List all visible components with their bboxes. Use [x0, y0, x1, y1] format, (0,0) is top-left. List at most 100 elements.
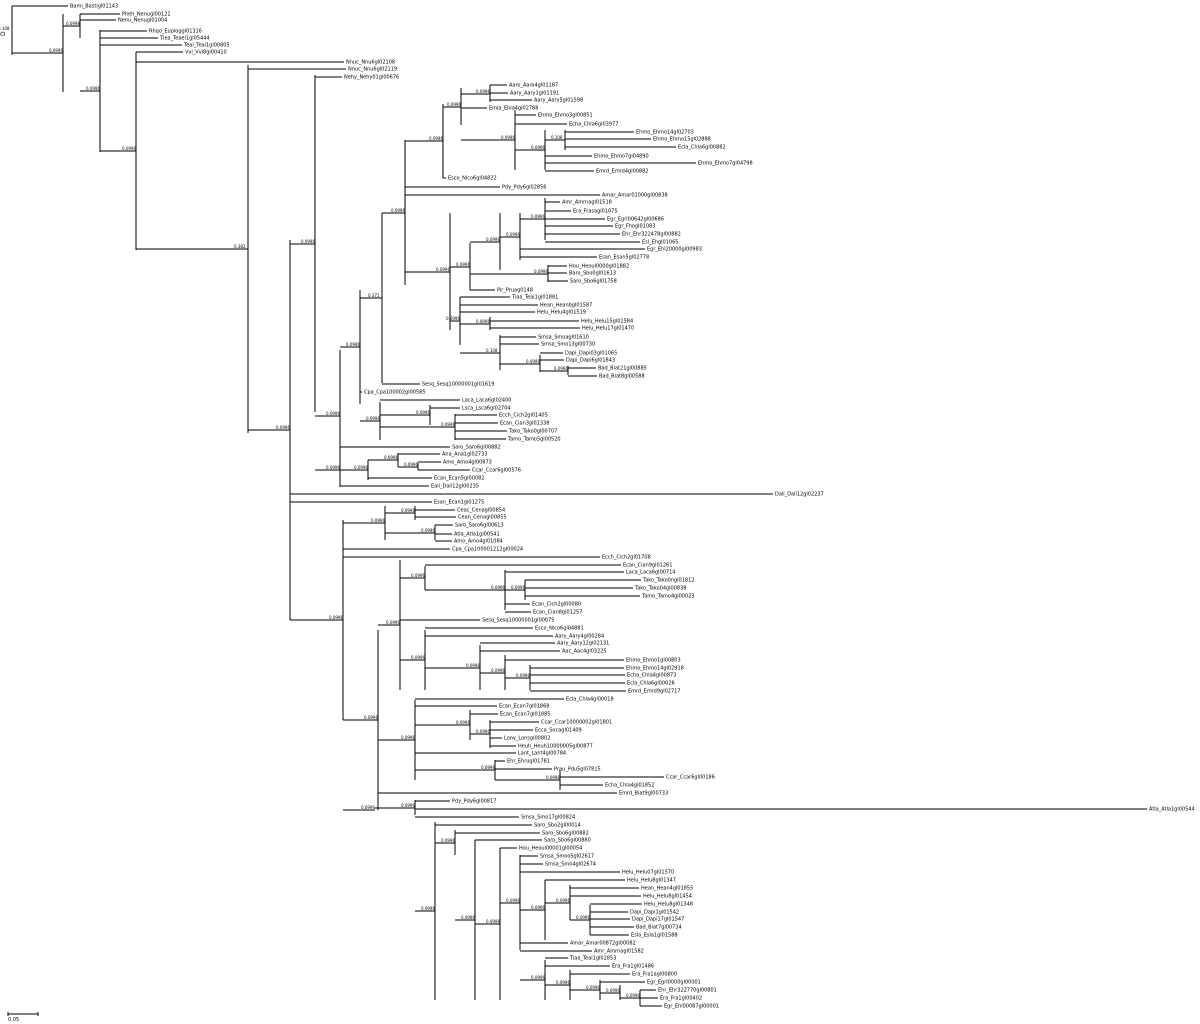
leaf-label: Egr_Egrl00642gl00686 — [607, 217, 664, 223]
leaf-label: Amr_Amrnagl01518 — [562, 200, 612, 206]
leaf-label: Ecca_Socagl01409 — [535, 728, 582, 734]
leaf-label: Atla_Atla1gl00544 — [1149, 807, 1195, 813]
support-value-label: 0.0996 — [401, 803, 415, 808]
leaf-label: Esla_Esla1gl01588 — [631, 933, 678, 939]
leaf-label: Saro_Sbo2gl00014 — [534, 823, 581, 829]
support-value-label: 0.0996 — [626, 993, 640, 998]
leaf-label: Lsca_Lsca6gl02704 — [462, 406, 511, 412]
support-value-label: 0.0998 — [66, 21, 80, 26]
support-value-label: 0.0996 — [486, 919, 500, 924]
support-value-label: 0.0996 — [506, 898, 520, 903]
leaf-label: Bad_Biat21gl00885 — [598, 366, 647, 372]
support-value-label: 0.0996 — [401, 735, 415, 740]
leaf-label: Era_Fra1gl01486 — [612, 964, 654, 970]
leaf-label: Pir_Pruag0148 — [497, 288, 533, 294]
leaf-label: Baro_Sbo0gl01613 — [569, 271, 616, 277]
leaf-label: Lant_Lant4gl00784 — [518, 751, 566, 757]
leaf-label: Ana_Ana1gl02733 — [442, 452, 487, 458]
leaf-label: Aaro_Aaro4gl01187 — [509, 83, 558, 89]
leaf-label: Nnuc_Nnu6gl02108 — [346, 60, 395, 66]
tree-branches — [11, 5, 1147, 1007]
support-value-label: 0.0996 — [531, 145, 545, 150]
leaf-label: Echa_Chla6gl03977 — [569, 122, 618, 128]
leaf-label: Egr_Egrl0000gl00001 — [647, 980, 701, 986]
support-value-label: 0.0996 — [531, 975, 545, 980]
leaf-label: Ehr_Ehrugl01781 — [507, 759, 550, 765]
leaf-label: Aary_Aary1gl01191 — [510, 91, 559, 97]
leaf-label: Ecla_Chla6gl00882 — [678, 145, 726, 151]
leaf-label: Saro_Saro6gl00613 — [455, 523, 504, 529]
leaf-label: Ecch_Cich2gl01708 — [602, 555, 651, 561]
leaf-label: Aary_Aary4gl00284 — [555, 634, 604, 640]
leaf-label: Ceac_Cenagl00854 — [457, 508, 505, 514]
leaf-label: Amo_Amo4gl01084 — [454, 539, 503, 545]
leaf-label: Smsa_Smo17gl00824 — [521, 815, 575, 821]
leaf-label: Ecan_Ecan5gl00082 — [434, 476, 484, 482]
leaf-label: Hou_Heoul0000gl01882 — [569, 264, 629, 270]
leaf-label: Esan_Ecan1gl01275 — [434, 500, 484, 506]
support-value-label: 0.0996 — [49, 48, 63, 53]
leaf-label: Esl_Ehgl01065 — [642, 240, 678, 246]
support-value-label: 0.0996 — [276, 425, 290, 430]
support-value-label: 0.108 — [551, 135, 563, 140]
leaf-label: Helu_Helu8gl01348 — [644, 902, 693, 908]
leaf-label: Ecan_Cich2gl00080 — [532, 602, 581, 608]
leaf-label: Ehmo_Ehmo7gl04890 — [594, 154, 649, 160]
leaf-label: Ehmo_Ehmo1gl00803 — [626, 658, 681, 664]
support-value-label: 0.0996 — [526, 359, 540, 364]
leaf-label: Laca_Laca6gl00714 — [626, 570, 675, 576]
leaf-label: Bami_Bastigl01143 — [70, 4, 118, 10]
support-value-label: 0.0996 — [511, 585, 525, 590]
support-value-label: 0.0996 — [501, 135, 515, 140]
support-value-label: 0.0996 — [411, 655, 425, 660]
leaf-label: Tiaa_Teai1gl01881 — [511, 295, 558, 301]
support-value-label: 0.0996 — [481, 765, 495, 770]
leaf-label: Ecch_Cich2gl01405 — [499, 413, 548, 419]
support-value-label: 0.0996 — [546, 775, 560, 780]
support-value-label: 0.0996 — [346, 342, 360, 347]
leaf-label: Ehmo_Ehmo15gl02888 — [653, 137, 711, 143]
leaf-label: Egr_Fhogl01083 — [615, 224, 655, 230]
leaf-label: Emrd_Emrd9gl02717 — [628, 689, 681, 695]
leaf-label: Amar_Amar00872gl00082 — [570, 941, 636, 947]
support-value-label: 0.0996 — [486, 237, 500, 242]
leaf-label: Aary_Aary5gl01598 — [534, 98, 583, 104]
support-value-label: 0.0996 — [461, 915, 475, 920]
leaf-label: Ehmo_Ehmo14gl02703 — [636, 130, 694, 136]
leaf-label: Dapi_Dapi17gl01547 — [632, 917, 684, 923]
leaf-label: Ccar_Ccar6gl00186 — [666, 775, 715, 781]
leaf-label: Emla_Ehla4gl02788 — [489, 106, 538, 112]
leaf-label: Smsa_Smo4gl02674 — [545, 862, 596, 868]
support-value-label: 0.0996 — [516, 673, 530, 678]
leaf-label: Cean_Cenagl00855 — [458, 515, 507, 521]
support-value-label: 0.0996 — [429, 136, 443, 141]
leaf-label: Pdy_Pdy6gl02856 — [502, 185, 546, 191]
support-value-label: 0.0996 — [506, 232, 520, 237]
support-value-label: 0.0996 — [606, 988, 620, 993]
leaf-label: Era_Fra1gl00402 — [660, 996, 702, 1002]
leaf-label: Ecan_Cian9gl01261 — [623, 563, 672, 569]
support-value-label: 0.0996 — [441, 422, 455, 427]
leaf-label: Ecan_Cian3gl01338 — [500, 421, 549, 427]
leaf-label: Ehmo_Ehmo14gl02918 — [626, 666, 684, 672]
leaf-label: Saro_Saro6gl00882 — [452, 445, 501, 451]
support-value-label: 0.0996 — [441, 838, 455, 843]
leaf-label: Esco_Nico6gl04822 — [448, 176, 497, 182]
support-value-label: 0.0996 — [586, 985, 600, 990]
leaf-label: Saro_Sbo6gl00880 — [544, 838, 591, 844]
support-value-label: 0.0996 — [404, 462, 418, 467]
support-value-label: 0.108 — [0, 26, 10, 31]
support-value-label: 0.0996 — [384, 455, 398, 460]
leaf-label: Saro_Sbo6gl01758 — [570, 279, 617, 285]
leaf-label: Helu_Helu4gl01519 — [537, 310, 586, 316]
support-value-label: 0.0996 — [416, 410, 430, 415]
leaf-label: Amar_Amar01000gl00838 — [602, 193, 668, 199]
leaf-label: Tako_Tako0gl00707 — [508, 429, 557, 435]
leaf-label: Emrd_Emrd4gl00882 — [596, 169, 649, 175]
support-value-label: 0.0996 — [326, 465, 340, 470]
support-value-label: 0.0996 — [491, 585, 505, 590]
leaf-label: Atla_Atla1gl00541 — [454, 532, 500, 538]
leaf-label: Nehy_Nehy01gl00676 — [344, 75, 399, 81]
leaf-label: Pheh_Nenugl00121 — [122, 12, 171, 18]
support-value-label: 0.0996 — [436, 267, 450, 272]
